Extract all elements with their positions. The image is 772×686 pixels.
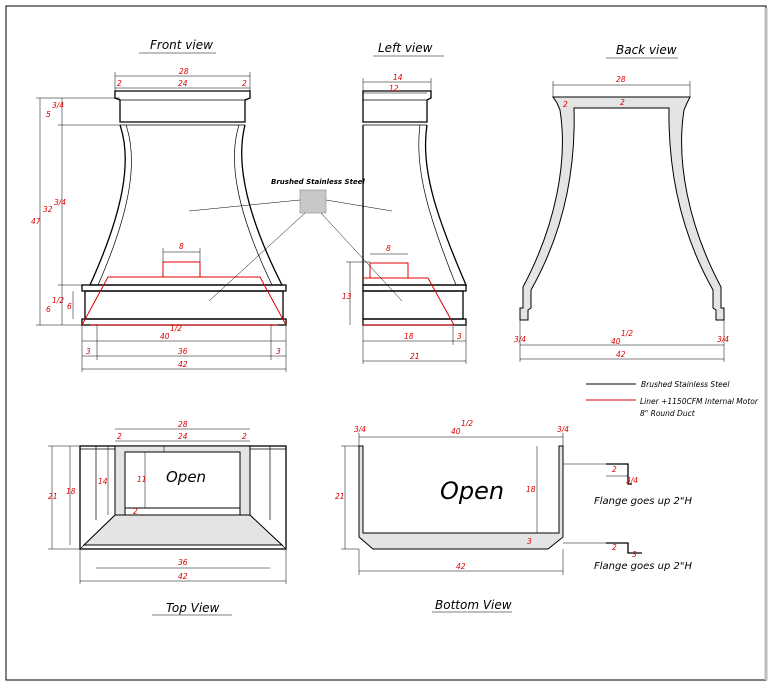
steel-swatch [299, 189, 327, 214]
top-inner-width: 24 [178, 432, 188, 441]
svg-text:3/4: 3/4 [626, 476, 638, 485]
top-depth-mid: 18 [66, 487, 76, 496]
back-top-width: 28 [616, 75, 626, 84]
left-duct [369, 262, 409, 279]
top-depth-inner: 14 [98, 477, 108, 486]
front-left-side: 3 [86, 347, 91, 356]
svg-text:5: 5 [46, 110, 51, 119]
front-right-lip: 2 [242, 79, 247, 88]
top-view-title: Top View [166, 601, 220, 615]
front-base-band [81, 284, 287, 292]
bottom-open-label: Open [440, 477, 504, 505]
left-overall-depth: 21 [410, 352, 420, 361]
back-overall-width: 42 [616, 350, 626, 359]
top-mid-width: 36 [178, 558, 188, 567]
bottom-overall-width: 42 [456, 562, 466, 571]
legend-duct-label: 8" Round Duct [640, 409, 696, 418]
legend-liner-label: Liner +1150CFM Internal Motor [640, 397, 759, 406]
front-base-side: 6 [67, 302, 72, 311]
svg-text:3/4: 3/4 [514, 335, 526, 344]
left-inner-depth: 12 [389, 84, 399, 93]
flange-note-lower: Flange goes up 2"H [594, 561, 693, 572]
front-liner [81, 276, 287, 326]
svg-text:3/4: 3/4 [54, 198, 66, 207]
legend: Brushed Stainless Steel Liner +1150CFM I… [586, 380, 759, 418]
svg-text:1/2: 1/2 [461, 419, 473, 428]
svg-text:32: 32 [43, 205, 53, 214]
svg-text:1/2: 1/2 [621, 329, 633, 338]
left-view: Left view 14 12 8 13 18 3 21 [342, 41, 467, 364]
svg-text:3/4: 3/4 [717, 335, 729, 344]
left-duct-width: 8 [386, 244, 391, 253]
bottom-view-title: Bottom View [435, 598, 512, 612]
back-view-title: Back view [616, 43, 677, 57]
front-view-title: Front view [150, 38, 213, 52]
top-depth-outer: 21 [48, 492, 58, 501]
svg-text:3/4: 3/4 [557, 425, 569, 434]
left-top-depth: 14 [393, 73, 403, 82]
top-open-depth: 11 [137, 475, 147, 484]
front-view: Front view 28 24 2 2 47 5 3 [31, 38, 287, 372]
top-overall-width: 42 [178, 572, 188, 581]
left-view-title: Left view [378, 41, 433, 55]
top-open [124, 451, 241, 509]
front-body [88, 124, 284, 286]
front-top-width: 28 [179, 67, 189, 76]
front-duct [162, 261, 201, 278]
front-total-height: 47 [31, 217, 41, 226]
front-overall-width: 42 [178, 360, 188, 369]
top-left-lip: 2 [117, 432, 122, 441]
top-open-label: Open [166, 468, 206, 486]
back-view: Back view 28 2 2 3/4 40 1/2 3/4 42 [514, 43, 729, 362]
svg-text:6: 6 [46, 305, 51, 314]
top-top-width: 28 [178, 420, 188, 429]
bottom-depth-outer: 21 [335, 492, 345, 501]
bottom-lip: 3 [527, 537, 532, 546]
left-base-band [362, 284, 467, 292]
front-right-side: 3 [276, 347, 281, 356]
front-crown [114, 90, 251, 123]
front-duct-width: 8 [179, 242, 184, 251]
svg-text:3/4: 3/4 [354, 425, 366, 434]
top-lip: 2 [133, 507, 138, 516]
svg-text:3/4: 3/4 [52, 101, 64, 110]
legend-steel-label: Brushed Stainless Steel [641, 380, 730, 389]
bottom-view: Open 3/4 40 1/2 3/4 21 18 3 42 Bottom Vi… [335, 419, 569, 613]
front-inner-width: 24 [178, 79, 188, 88]
top-right-lip: 2 [242, 432, 247, 441]
svg-text:40: 40 [611, 337, 621, 346]
svg-text:40: 40 [451, 427, 461, 436]
svg-text:2: 2 [612, 543, 617, 552]
front-mid-width: 36 [178, 347, 188, 356]
back-right-lip: 2 [620, 98, 625, 107]
left-band-height: 13 [342, 292, 352, 301]
svg-text:3: 3 [632, 550, 637, 559]
svg-text:1/2: 1/2 [52, 296, 64, 305]
flange-detail-upper: 2 3/4 Flange goes up 2"H [563, 463, 693, 507]
material-callout: Brushed Stainless Steel [188, 178, 403, 302]
bottom-depth-inner: 18 [526, 485, 536, 494]
svg-text:40: 40 [160, 332, 170, 341]
left-side: 3 [457, 332, 462, 341]
left-crown [362, 90, 432, 123]
svg-text:2: 2 [612, 465, 617, 474]
back-left-lip: 2 [563, 100, 568, 109]
flange-detail-lower: 2 3 Flange goes up 2"H [563, 542, 693, 572]
left-base-depth: 18 [404, 332, 414, 341]
material-label: Brushed Stainless Steel [271, 178, 365, 186]
svg-text:1/2: 1/2 [170, 324, 182, 333]
top-view: Open 28 24 2 2 21 18 14 11 2 36 42 Top V… [48, 420, 287, 616]
flange-note-upper: Flange goes up 2"H [594, 496, 693, 507]
left-body [362, 124, 467, 286]
back-profile [519, 96, 725, 321]
front-left-lip: 2 [117, 79, 122, 88]
